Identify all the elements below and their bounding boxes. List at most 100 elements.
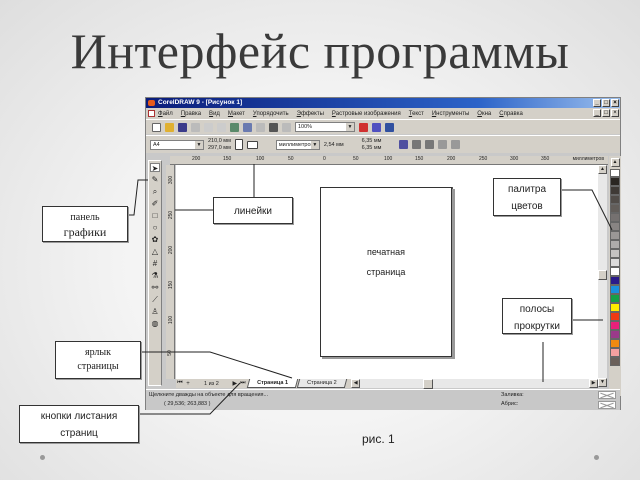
- snap-to-guidelines-icon[interactable]: [412, 140, 422, 149]
- maximize-button[interactable]: □: [602, 99, 610, 107]
- doc-minimize-button[interactable]: _: [593, 109, 601, 117]
- scroll-right-button[interactable]: ▶: [589, 379, 598, 388]
- horizontal-scroll-thumb[interactable]: [423, 379, 434, 389]
- save-icon[interactable]: [178, 122, 187, 132]
- shape-tool-icon[interactable]: ✎: [151, 175, 159, 184]
- page-tab-2[interactable]: Страница 2: [296, 379, 347, 388]
- print-icon[interactable]: [191, 122, 200, 132]
- next-page-button[interactable]: ▶: [232, 381, 238, 387]
- basic-shapes-tool-icon[interactable]: △: [151, 247, 159, 256]
- color-swatch[interactable]: [610, 240, 620, 249]
- menu-effects[interactable]: Эффекты: [296, 110, 324, 117]
- open-icon[interactable]: [165, 122, 174, 132]
- portrait-icon[interactable]: [234, 139, 243, 150]
- scroll-left-button[interactable]: ◀: [351, 379, 361, 388]
- undo-icon[interactable]: [243, 122, 252, 132]
- color-swatch[interactable]: [610, 231, 620, 240]
- outline-none-swatch[interactable]: [598, 401, 616, 409]
- menu-tools[interactable]: Инструменты: [431, 110, 470, 117]
- page-tab-1[interactable]: Страница 1: [246, 379, 298, 388]
- color-swatch[interactable]: [610, 213, 620, 222]
- horizontal-ruler[interactable]: 200 150 100 50 0 50 100 150 200 250 300 …: [170, 156, 608, 165]
- color-swatch[interactable]: [610, 186, 620, 195]
- interactive-blend-tool-icon[interactable]: ⚯: [151, 283, 159, 292]
- menu-window[interactable]: Окна: [477, 110, 492, 117]
- outline-tool-icon[interactable]: ♙: [151, 307, 159, 316]
- eyedropper-tool-icon[interactable]: ⟋: [152, 295, 158, 304]
- color-swatch[interactable]: [610, 249, 620, 258]
- doc-close-button[interactable]: ×: [611, 109, 619, 117]
- color-swatch[interactable]: [610, 303, 620, 312]
- units-combo[interactable]: миллиметров ▼: [275, 139, 320, 150]
- snap-to-grid-icon[interactable]: [399, 140, 409, 149]
- duplicate-y-field[interactable]: 6,35 мм: [361, 144, 382, 151]
- color-swatch[interactable]: [610, 285, 620, 294]
- first-page-button[interactable]: ⏮: [177, 380, 183, 386]
- menu-text[interactable]: Текст: [408, 110, 424, 117]
- nudge-field[interactable]: 2,54 мм: [323, 141, 344, 148]
- color-swatch[interactable]: [610, 357, 620, 366]
- color-swatch[interactable]: [610, 339, 620, 348]
- color-swatch[interactable]: [610, 204, 620, 213]
- freehand-tool-icon[interactable]: ✐: [151, 199, 159, 208]
- duplicate-x-field[interactable]: 6,35 мм: [361, 137, 382, 144]
- horizontal-scrollbar[interactable]: ◀ ▶: [351, 379, 598, 389]
- vertical-ruler[interactable]: 300 250 200 150 100 50: [166, 165, 175, 379]
- palette-scroll-up-button[interactable]: ▲: [610, 158, 620, 167]
- color-swatch[interactable]: [610, 276, 620, 285]
- menu-help[interactable]: Справка: [499, 110, 523, 117]
- new-icon[interactable]: [152, 122, 161, 132]
- doc-restore-button[interactable]: □: [602, 109, 610, 117]
- color-swatch[interactable]: [610, 312, 620, 321]
- color-swatch[interactable]: [610, 321, 620, 330]
- menu-bitmaps[interactable]: Растровые изображения: [331, 110, 401, 117]
- paste-icon[interactable]: [230, 122, 239, 132]
- fill-none-swatch[interactable]: [598, 391, 616, 399]
- application-launcher-icon[interactable]: [372, 122, 381, 132]
- color-swatch[interactable]: [610, 222, 620, 231]
- color-swatch[interactable]: [610, 294, 620, 303]
- corel-online-icon[interactable]: [359, 122, 368, 132]
- copy-icon[interactable]: [217, 122, 226, 132]
- zoom-level-combo[interactable]: 100% ▼: [295, 122, 355, 132]
- redo-icon[interactable]: [256, 122, 265, 132]
- color-swatch[interactable]: [610, 195, 620, 204]
- fill-tool-icon[interactable]: ◍: [151, 319, 159, 328]
- page-height-field[interactable]: 297,0 мм: [208, 144, 231, 151]
- document-icon[interactable]: [148, 110, 155, 117]
- menu-view[interactable]: Вид: [209, 110, 220, 117]
- polygon-tool-icon[interactable]: ✿: [151, 235, 159, 244]
- color-swatch[interactable]: [610, 348, 620, 357]
- interactive-fill-tool-icon[interactable]: ⚗: [151, 271, 159, 280]
- landscape-icon[interactable]: [246, 140, 258, 149]
- add-page-before-button[interactable]: +: [186, 380, 190, 387]
- page-width-field[interactable]: 210,0 мм: [208, 137, 231, 144]
- paper-size-combo[interactable]: A4 ▼: [150, 139, 204, 150]
- draw-options-icon[interactable]: [451, 140, 461, 149]
- menu-layout[interactable]: Макет: [227, 110, 245, 117]
- rectangle-tool-icon[interactable]: □: [152, 211, 158, 220]
- minimize-button[interactable]: _: [593, 99, 601, 107]
- zoom-tool-icon[interactable]: ⌕: [152, 187, 158, 196]
- import-icon[interactable]: [269, 122, 278, 132]
- pick-tool-icon[interactable]: ➤: [150, 163, 160, 173]
- color-swatch[interactable]: [610, 258, 620, 267]
- menu-edit[interactable]: Правка: [180, 110, 202, 117]
- last-page-button[interactable]: ⏭: [240, 380, 246, 386]
- vertical-scroll-thumb[interactable]: [598, 270, 607, 280]
- menu-arrange[interactable]: Упорядочить: [252, 110, 289, 117]
- color-swatch[interactable]: [610, 177, 620, 186]
- ellipse-tool-icon[interactable]: ○: [152, 223, 158, 232]
- scroll-up-button[interactable]: ▲: [598, 165, 607, 174]
- color-swatch[interactable]: [610, 330, 620, 339]
- color-swatch[interactable]: [610, 267, 620, 276]
- text-tool-icon[interactable]: #: [152, 259, 158, 268]
- export-icon[interactable]: [282, 122, 291, 132]
- no-color-swatch[interactable]: [610, 169, 620, 177]
- vertical-scrollbar[interactable]: ▲ ▼: [598, 165, 607, 387]
- menu-file[interactable]: Файл: [158, 110, 173, 117]
- close-button[interactable]: ×: [611, 99, 619, 107]
- whats-this-help-icon[interactable]: [385, 122, 394, 132]
- scroll-down-button[interactable]: ▼: [598, 378, 607, 387]
- cut-icon[interactable]: [204, 122, 213, 132]
